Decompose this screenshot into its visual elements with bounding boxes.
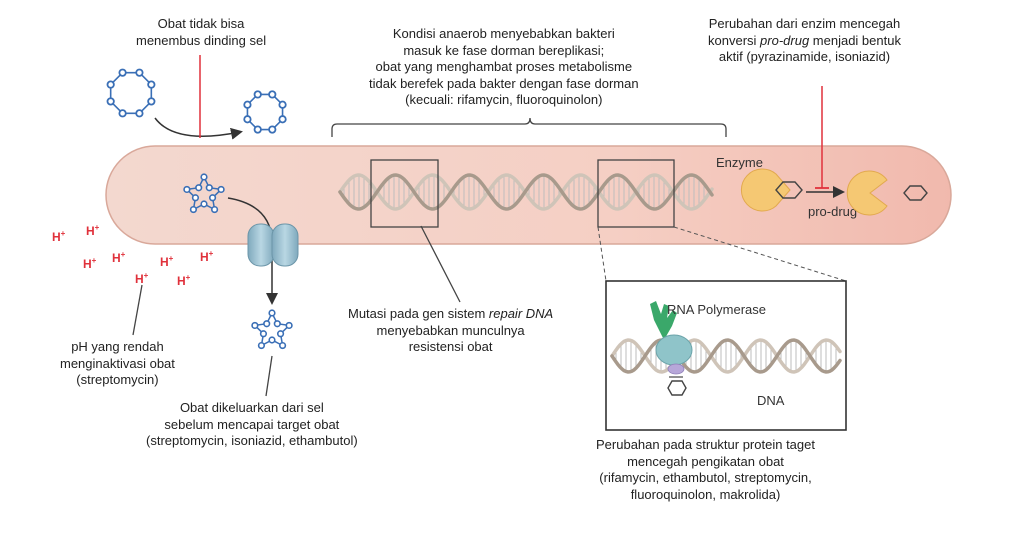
ph-pointer (132, 284, 143, 336)
cell-wall-caption: Obat tidak bisa menembus dinding sel (136, 16, 267, 48)
pro-drug-label: pro-drug (808, 204, 857, 219)
h-ion: H+ (112, 250, 126, 265)
benzene-ring-icon (667, 380, 687, 396)
h-ion: H+ (200, 249, 214, 264)
zoom-line-left (597, 226, 607, 282)
bounce-arrow (154, 117, 243, 140)
efflux-caption: Obat dikeluarkan dari sel sebelum mencap… (146, 400, 358, 448)
h-ion: H+ (160, 254, 174, 269)
star-drug-icon (251, 309, 293, 350)
rna-polymerase-label: RNA Polymerase (667, 302, 766, 317)
h-ion: H+ (135, 271, 149, 286)
pacman-enzyme-icon (740, 168, 791, 212)
benzene-ring-icon (903, 185, 928, 201)
dormant-bracket (331, 117, 727, 137)
target-dna-box (597, 159, 675, 228)
enzyme-caption: Perubahan dari enzim mencegah konversi p… (708, 16, 901, 64)
binding-site-icon (667, 363, 685, 375)
dna-label: DNA (757, 393, 785, 408)
benzene-ring-icon (775, 181, 803, 199)
efflux-pointer (265, 355, 273, 397)
dna-helix-icon (338, 173, 714, 211)
pacman-enzyme-icon (846, 170, 888, 216)
h-ion: H+ (177, 273, 191, 288)
h-ions: H+H+H+H+H+H+H+H+ (52, 223, 214, 288)
repair-dna-box (370, 159, 439, 228)
repair-caption: Mutasi pada gen sistem repair DNA menyeb… (348, 306, 554, 354)
hexagon-drug-icon (243, 90, 287, 134)
dormant-caption: Kondisi anaerob menyebabkan bakteri masu… (369, 26, 639, 107)
porin-channel-icon (247, 223, 299, 267)
target-caption: Perubahan pada struktur protein taget me… (596, 437, 815, 502)
h-ion: H+ (52, 229, 66, 244)
h-ion: H+ (83, 256, 97, 271)
ph-caption: pH yang rendah menginaktivasi obat (stre… (60, 339, 175, 387)
enzyme-label: Enzyme (716, 155, 763, 170)
polymerase-tail-icon (650, 301, 677, 340)
rna-polymerase-icon (655, 334, 693, 366)
repair-pointer (420, 225, 461, 303)
h-ion: H+ (86, 223, 100, 238)
zoom-line-right (673, 226, 847, 282)
star-drug-icon (183, 173, 225, 214)
hexagon-drug-icon (106, 68, 156, 118)
